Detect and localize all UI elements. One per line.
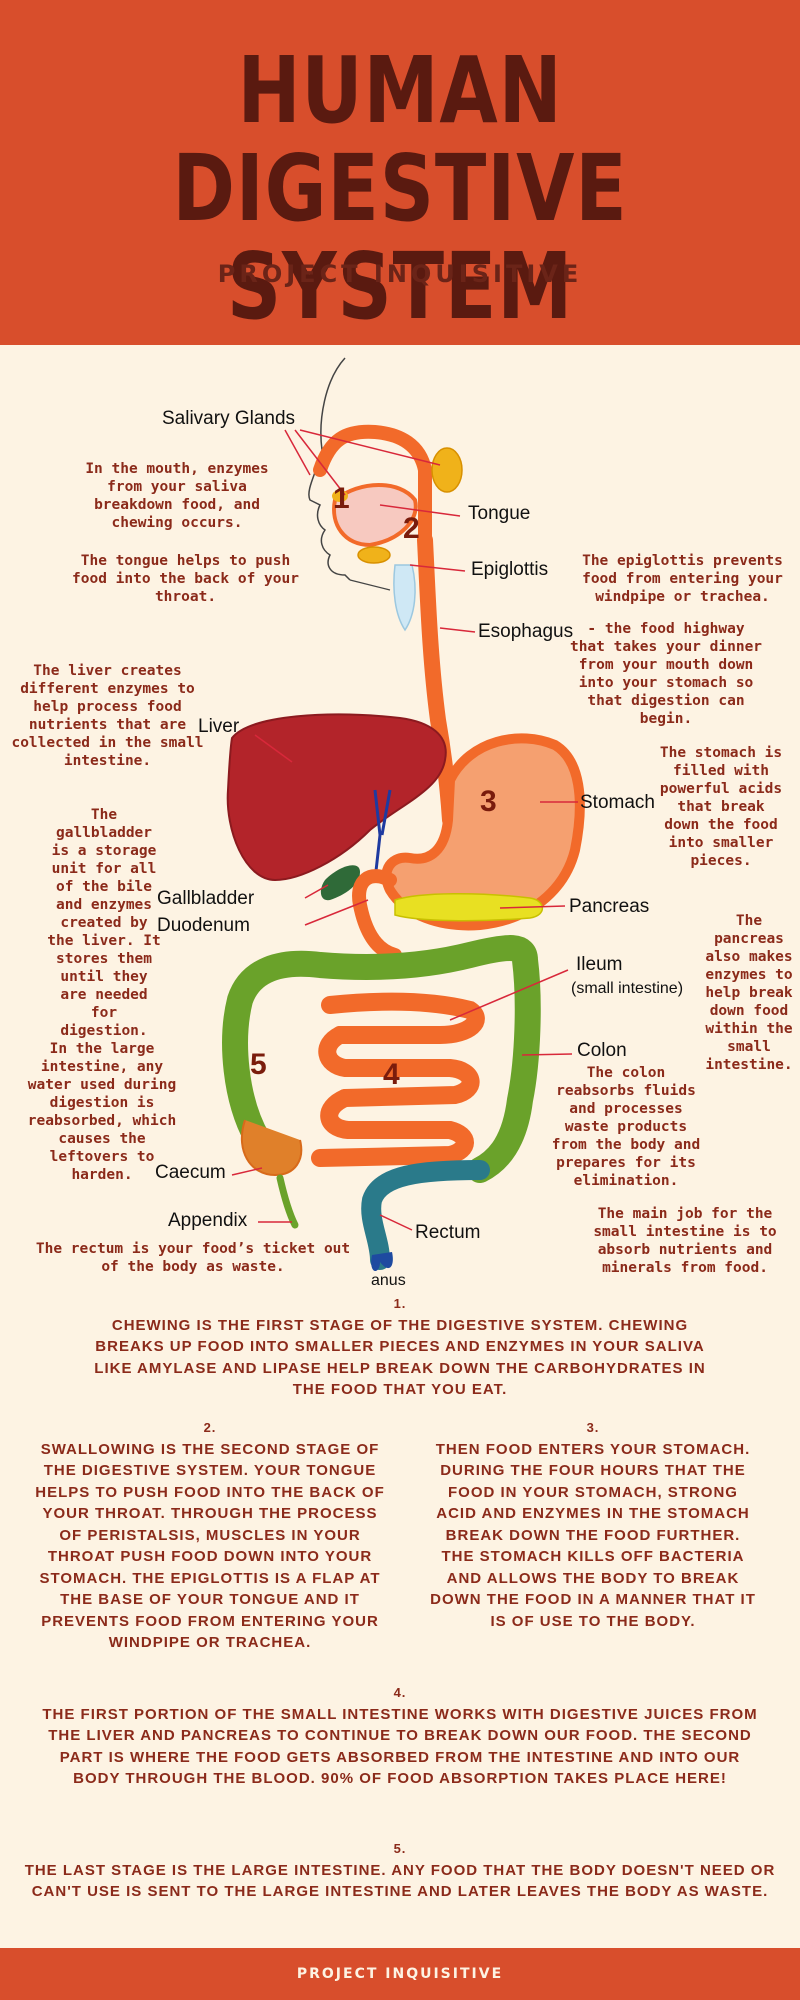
- rectum-organ: [361, 1160, 490, 1270]
- stage-number-2: 2: [403, 512, 420, 545]
- step-2-text: Swallowing is the second stage of the di…: [35, 1440, 385, 1652]
- label-salivary-glands: Salivary Glands: [162, 408, 296, 429]
- appendix-organ: [276, 1174, 299, 1229]
- salivary-gland-sub: [357, 546, 391, 564]
- small-intestine: [311, 992, 485, 1167]
- label-colon: Colon: [577, 1040, 627, 1061]
- label-pancreas: Pancreas: [569, 896, 650, 917]
- note-large-intestine: In the large intestine, any water used d…: [27, 1041, 177, 1183]
- label-caecum: Caecum: [155, 1162, 226, 1183]
- label-duodenum: Duodenum: [157, 915, 250, 936]
- step-2-number: 2.: [203, 1420, 217, 1435]
- caecum-organ: [240, 1119, 303, 1177]
- step-4-text: The first portion of the small intestine…: [42, 1705, 758, 1788]
- gallbladder-organ: [320, 865, 360, 901]
- title-line-1: HUMAN DIGESTIVE: [172, 37, 628, 242]
- header-banner: HUMAN DIGESTIVE SYSTEM PROJECT INQUISITI…: [0, 0, 800, 345]
- trachea: [393, 564, 416, 632]
- stage-number-1: 1: [333, 482, 350, 515]
- throat-outline: [349, 579, 391, 591]
- note-colon: The colon reabsorbs fluids and processes…: [551, 1065, 701, 1189]
- step-1-number: 1.: [393, 1296, 407, 1311]
- step-3-text: Then food enters your stomach. During th…: [430, 1440, 756, 1630]
- colon-organ: [222, 935, 541, 1183]
- note-liver: The liver creates different enzymes to h…: [11, 663, 204, 769]
- anus-organ: [371, 1252, 393, 1272]
- label-tongue: Tongue: [468, 503, 531, 524]
- label-ileum-sub: (small intestine): [571, 980, 684, 997]
- title-line-2: SYSTEM: [226, 233, 574, 340]
- note-esophagus: - the food highway that takes your dinne…: [569, 621, 763, 727]
- footer-banner: PROJECT INQUISITIVE: [0, 1948, 800, 2000]
- step-5-text: The last stage is the large intestine. A…: [24, 1861, 776, 1901]
- step-5-number: 5.: [393, 1841, 407, 1856]
- label-epiglottis: Epiglottis: [471, 559, 549, 580]
- note-stomach: The stomach is filled with powerful acid…: [659, 745, 783, 869]
- stage-number-5: 5: [250, 1048, 267, 1081]
- liver-organ: [226, 713, 447, 882]
- note-tongue: The tongue helps to push food into the b…: [72, 553, 299, 605]
- label-liver: Liver: [198, 716, 240, 737]
- label-ileum: Ileum: [576, 954, 623, 975]
- note-rectum: The rectum is your food’s ticket out of …: [35, 1241, 351, 1275]
- note-gallbladder: The gallbladder is a storage unit for al…: [47, 807, 161, 1039]
- pharynx: [313, 424, 432, 547]
- step-4-number: 4.: [393, 1685, 407, 1700]
- label-leader-lines: [231, 429, 578, 1231]
- footer-text: PROJECT INQUISITIVE: [296, 1966, 504, 1982]
- stomach-organ: [381, 733, 585, 931]
- head-outline: [308, 357, 351, 581]
- label-gallbladder: Gallbladder: [157, 888, 255, 909]
- note-pancreas: The pancreas also makes enzymes to help …: [705, 913, 793, 1073]
- stage-number-3: 3: [480, 785, 497, 818]
- note-epiglottis: The epiglottis prevents food from enteri…: [582, 553, 783, 605]
- step-5: 5. The last stage is the large intestine…: [20, 1838, 780, 1903]
- pancreas-organ: [394, 893, 544, 922]
- oral-cavity: [332, 483, 418, 548]
- step-1: 1. Chewing is the first stage of the dig…: [80, 1293, 720, 1401]
- digestive-system-illustration: [222, 357, 585, 1272]
- label-stomach: Stomach: [580, 792, 655, 813]
- label-anus: anus: [371, 1272, 406, 1289]
- step-2: 2. Swallowing is the second stage of the…: [30, 1417, 390, 1654]
- label-rectum: Rectum: [415, 1222, 481, 1243]
- salivary-gland-parotid: [431, 447, 463, 493]
- note-small-intestine: The main job for the small intestine is …: [593, 1206, 777, 1276]
- step-4: 4. The first portion of the small intest…: [40, 1682, 760, 1790]
- page-subtitle: PROJECT INQUISITIVE: [217, 260, 583, 288]
- step-3: 3. Then food enters your stomach. During…: [428, 1417, 758, 1632]
- duodenum-organ: [352, 869, 402, 962]
- step-3-number: 3.: [586, 1420, 600, 1435]
- bile-duct: [373, 789, 392, 881]
- note-mouth: In the mouth, enzymes from your saliva b…: [85, 461, 269, 531]
- page-title: HUMAN DIGESTIVE SYSTEM: [72, 42, 728, 336]
- label-esophagus: Esophagus: [478, 621, 574, 642]
- label-appendix: Appendix: [168, 1210, 248, 1231]
- stage-number-4: 4: [383, 1058, 400, 1091]
- step-1-text: Chewing is the first stage of the digest…: [94, 1316, 706, 1399]
